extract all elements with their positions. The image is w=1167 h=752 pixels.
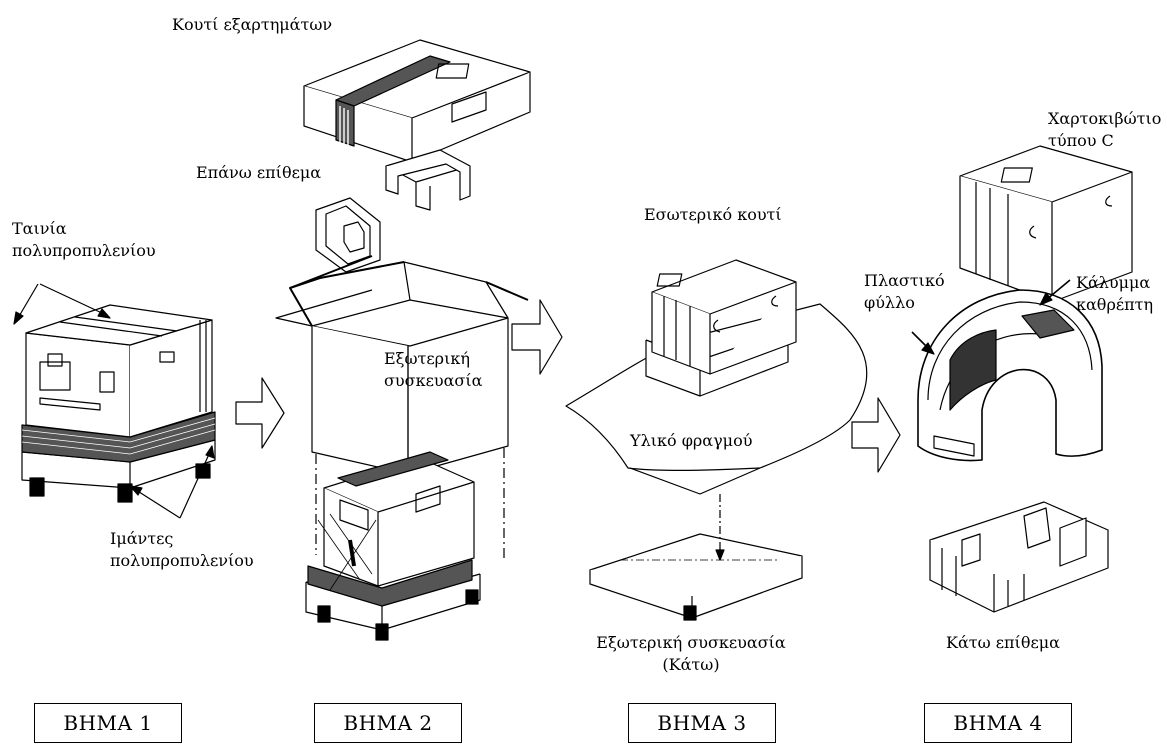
outer-bottom-panel (589, 494, 803, 621)
bottom-pad (929, 501, 1109, 613)
step1-packed-unit (21, 304, 216, 503)
label-mirror-cover-line1: Κάλυμμα (1076, 273, 1151, 292)
step-2-box: ΒΗΜΑ 2 (314, 703, 462, 743)
label-accessory-box: Κουτί εξαρτημάτων (172, 15, 333, 34)
label-top-pad: Επάνω επίθεμα (196, 163, 322, 182)
label-barrier: Υλικό φραγμού (630, 431, 753, 450)
label-inner-box: Εσωτερικό κουτί (644, 205, 782, 224)
label-outer-bottom-line2: (Κάτω) (662, 655, 720, 674)
step-3-box: ΒΗΜΑ 3 (628, 703, 776, 743)
top-pad-pieces (315, 149, 471, 273)
c-type-carton (959, 145, 1133, 303)
step-1-box: ΒΗΜΑ 1 (34, 703, 182, 743)
label-plastic-sheet-line1: Πλαστικό (864, 271, 945, 290)
label-bottom-pad: Κάτω επίθεμα (946, 633, 1060, 652)
label-c-carton-line2: τύπου C (1048, 131, 1114, 150)
label-outer-pack-line1: Εξωτερική (384, 349, 470, 368)
flow-arrow-2 (511, 299, 563, 375)
step4-arrows (911, 279, 1071, 355)
inner-box (645, 259, 797, 397)
label-outer-pack-line2: συσκευασία (384, 371, 483, 390)
tape-arrows (13, 283, 111, 325)
step-4-box: ΒΗΜΑ 4 (924, 703, 1072, 743)
barrier-film (565, 303, 868, 495)
label-plastic-sheet-line2: φύλλο (864, 293, 915, 312)
accessory-box (303, 39, 531, 163)
guide-lines (315, 448, 505, 560)
open-outer-carton (275, 255, 529, 475)
flow-arrow-1 (235, 377, 285, 449)
band-arrows (129, 445, 215, 519)
label-pp-bands-line2: πολυπροπυλενίου (110, 551, 254, 570)
label-pp-tape-line2: πολυπροπυλενίου (12, 241, 156, 260)
label-pp-tape-line1: Ταινία (12, 219, 67, 238)
flow-arrow-3 (851, 397, 901, 473)
label-mirror-cover-line2: καθρέπτη (1076, 295, 1154, 314)
machine-with-cover (917, 289, 1103, 462)
label-outer-bottom-line1: Εξωτερική συσκευασία (596, 633, 786, 652)
label-c-carton-line1: Χαρτοκιβώτιο (1048, 109, 1162, 128)
label-pp-bands-line1: Ιμάντες (110, 529, 174, 548)
step2-inner-unit (305, 451, 481, 641)
